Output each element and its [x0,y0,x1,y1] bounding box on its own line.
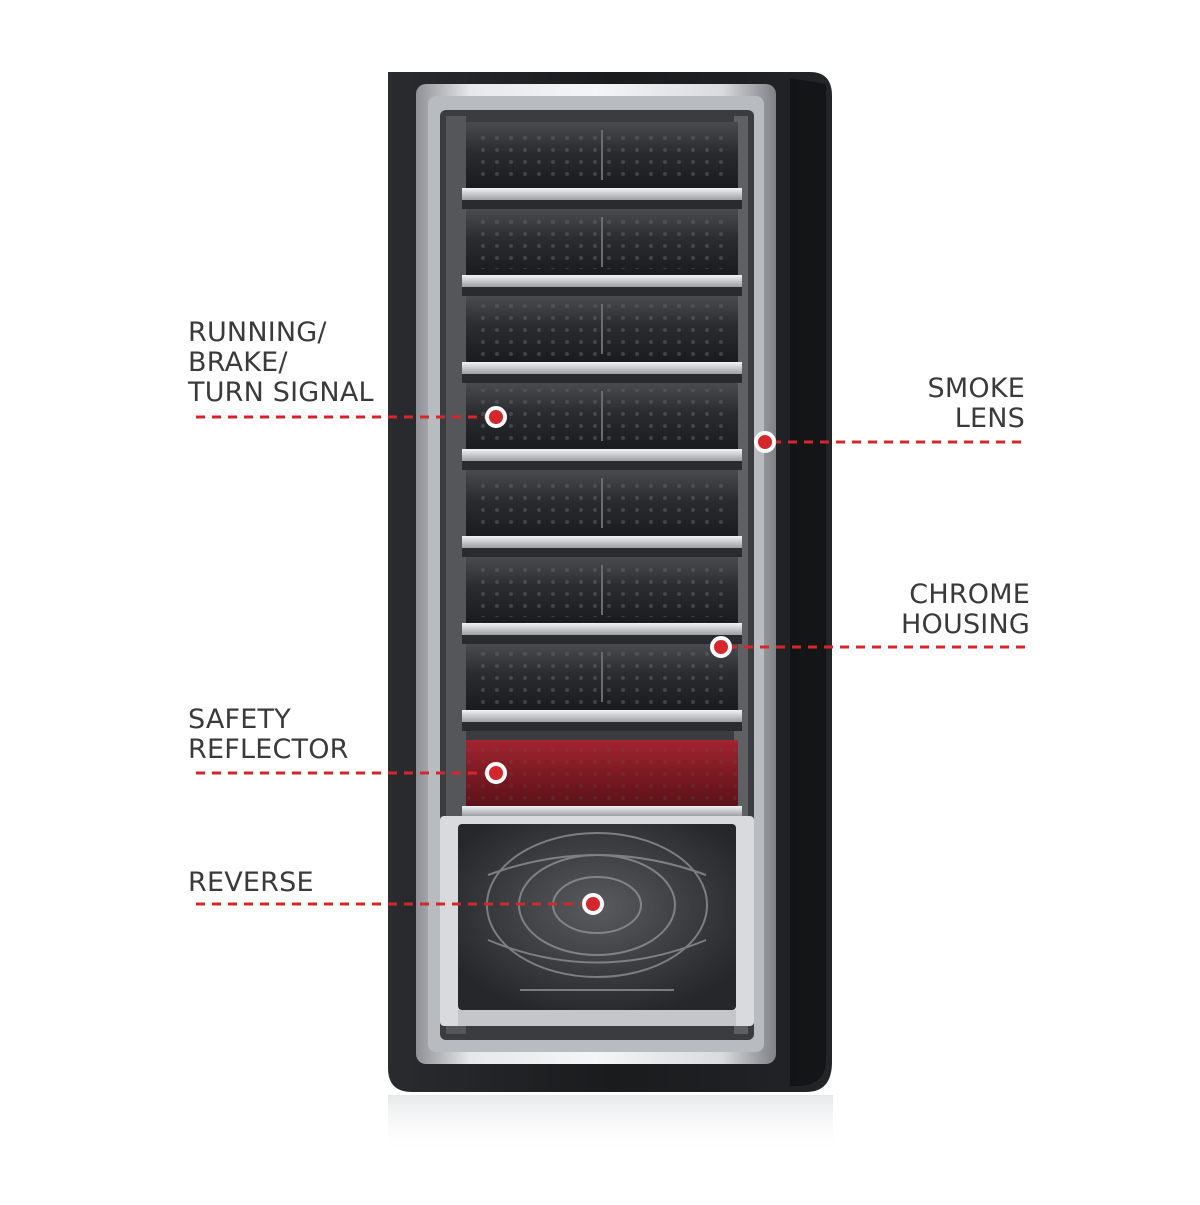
segment-ledge [462,449,742,461]
reflector-texture [466,740,738,806]
callout-marker-icon [485,406,507,428]
floor-reflection [388,1095,833,1155]
reverse-lens-bottom [458,1010,736,1026]
label-line: BRAKE/ [188,347,288,378]
label-line: SAFETY [188,704,291,735]
label-line: HOUSING [901,609,1030,640]
segment-ledge [462,362,742,374]
reverse-label: REVERSE [188,868,314,898]
callout-marker-icon [710,636,732,658]
callout-marker-icon [582,893,604,915]
safety-reflector-label: SAFETY REFLECTOR [188,705,349,765]
smoke-lens-label: SMOKE LENS [928,374,1025,434]
running-brake-turn-signal-label: RUNNING/ BRAKE/ TURN SIGNAL [188,318,374,408]
label-line: LENS [954,403,1025,434]
segment-ledge [462,623,742,635]
segment-gap [462,374,742,383]
segment-ledge [462,188,742,200]
segment-ledge [462,536,742,548]
label-line: SMOKE [927,373,1025,404]
segment-ledge [462,710,742,722]
segment-gap [462,461,742,470]
led-segment-group [462,122,742,731]
smoke-lens-shine [446,116,466,1034]
label-line: REVERSE [188,867,314,898]
segment-ledge [462,275,742,287]
label-line: REFLECTOR [188,734,349,765]
housing-bevel [790,78,826,1086]
segment-gap [462,287,742,296]
callout-marker-icon [754,431,776,453]
reflector-ledge [462,806,742,816]
callout-marker-icon [485,762,507,784]
segment-gap [462,722,742,731]
chrome-housing-label: CHROME HOUSING [901,580,1030,640]
segment-gap [462,200,742,209]
segment-gap [462,635,742,644]
label-line: CHROME [909,579,1030,610]
segment-gap [462,548,742,557]
label-line: RUNNING/ [188,317,327,348]
reverse-lens [458,824,736,1010]
label-line: TURN SIGNAL [188,377,374,408]
